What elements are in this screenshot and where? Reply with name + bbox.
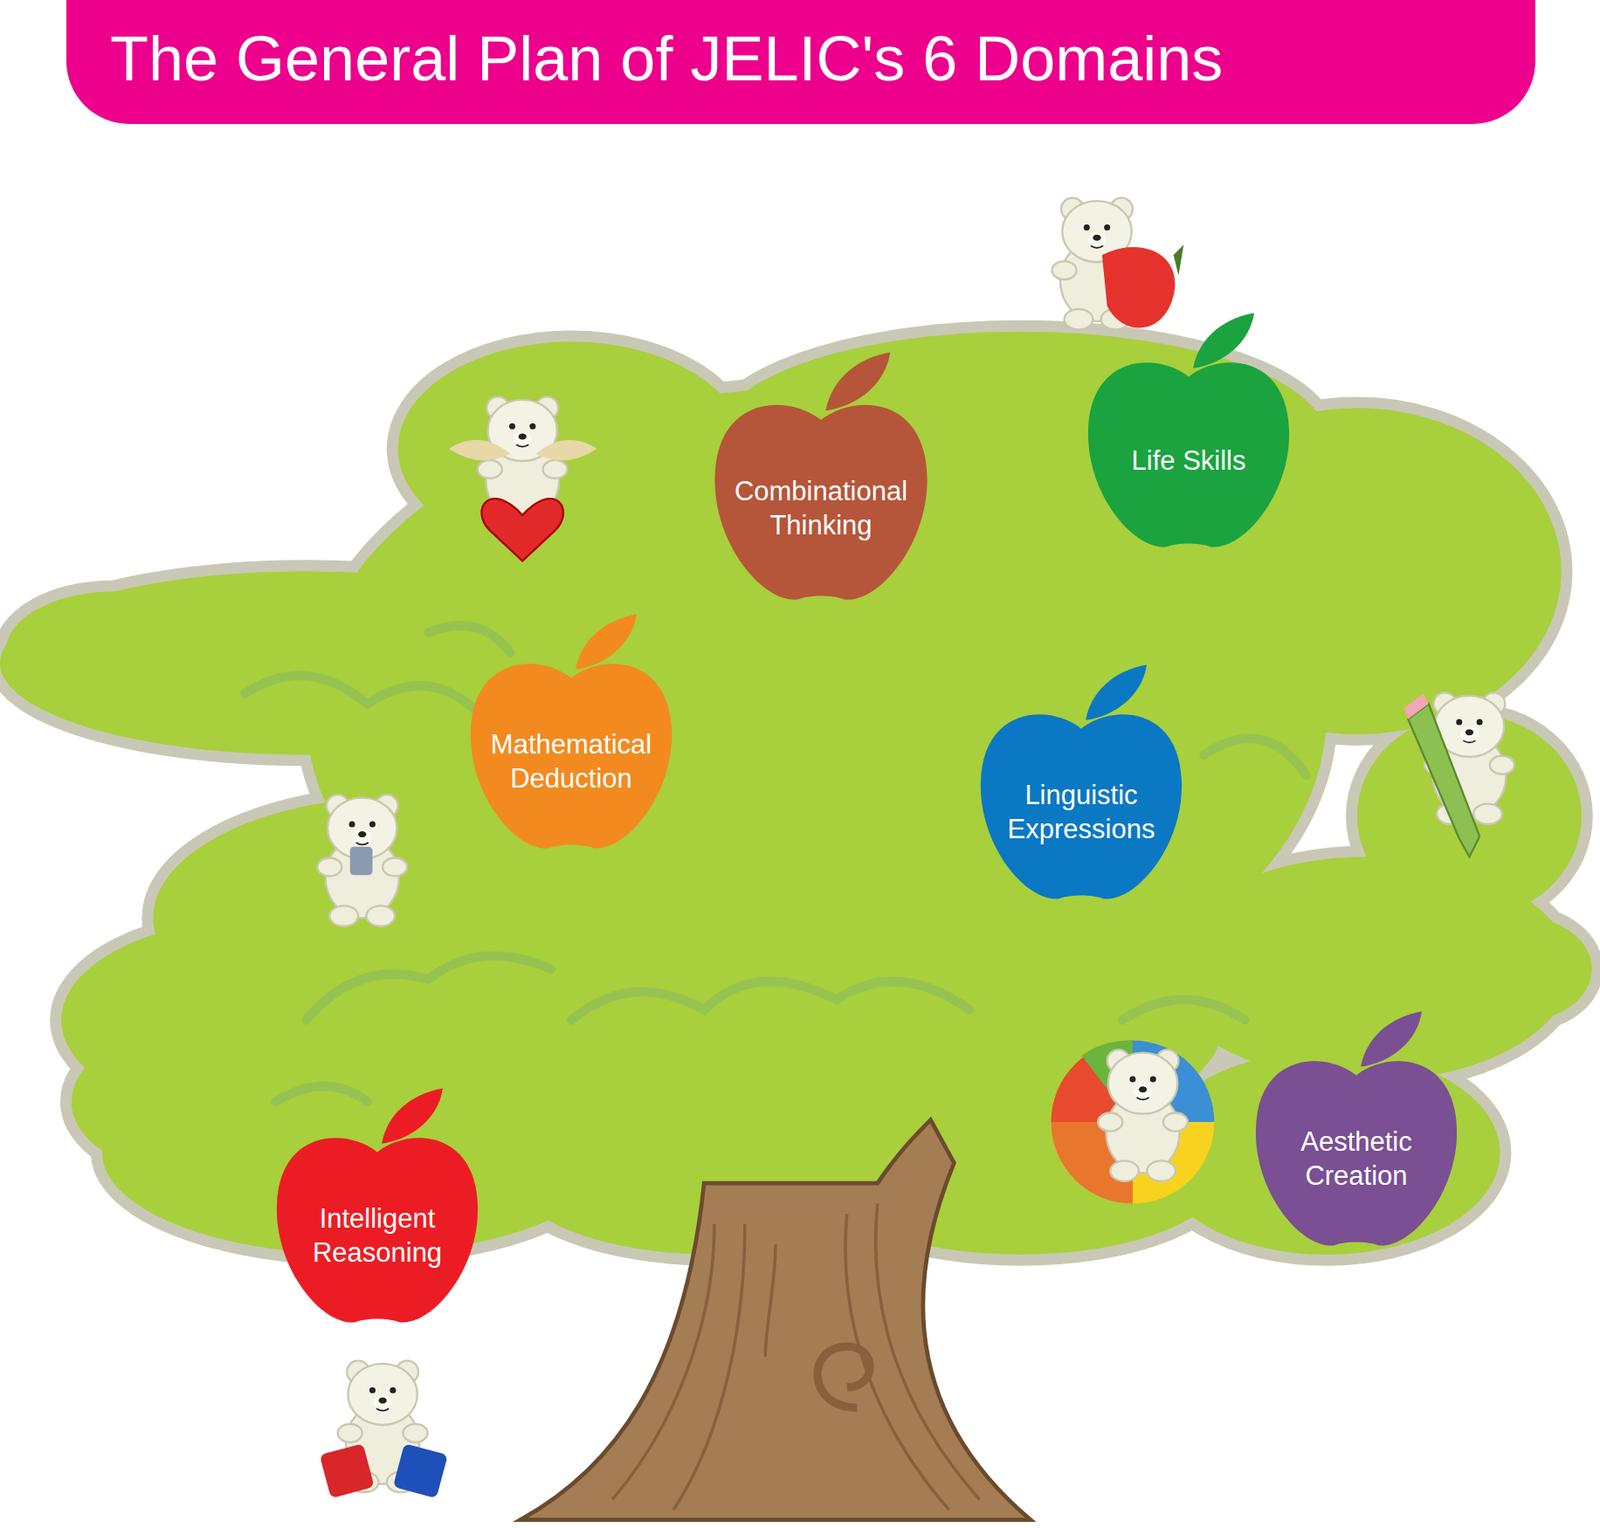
apple-node: Linguistic Expressions: [972, 662, 1191, 908]
apple-node: Intelligent Reasoning: [268, 1086, 487, 1332]
apple-label: Mathematical Deduction: [483, 728, 659, 797]
apple-node: Aesthetic Creation: [1247, 1009, 1466, 1255]
apple-node: Mathematical Deduction: [462, 612, 681, 857]
apple-shape: [1079, 310, 1298, 556]
title-bar: The General Plan of JELIC's 6 Domains: [66, 0, 1536, 125]
apple-label: Linguistic Expressions: [993, 779, 1169, 848]
apple-node: Life Skills: [1079, 310, 1298, 556]
apple-label: Combinational Thinking: [728, 475, 913, 544]
apple-label: Life Skills: [1101, 444, 1276, 479]
apple-node: Combinational Thinking: [705, 350, 937, 609]
apple-label: Intelligent Reasoning: [289, 1202, 465, 1271]
title-text: The General Plan of JELIC's 6 Domains: [110, 0, 1223, 125]
apple-label: Aesthetic Creation: [1268, 1125, 1444, 1194]
